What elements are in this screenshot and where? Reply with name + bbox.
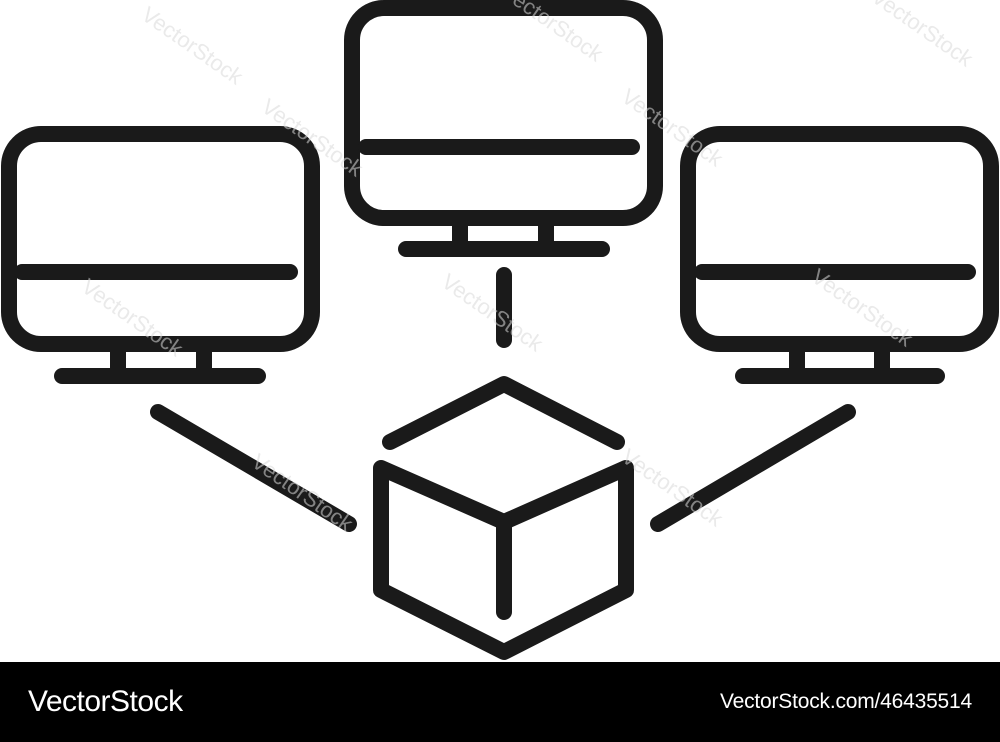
monitor-left-icon	[1, 126, 320, 384]
brand-logo: VectorStock	[28, 685, 183, 718]
network-illustration	[1, 0, 999, 660]
image-id-label: VectorStock.com/46435514	[719, 690, 972, 713]
monitor-right-icon	[680, 126, 999, 384]
cube-icon	[373, 376, 634, 660]
connector-right	[650, 404, 856, 532]
monitor-center-icon	[344, 0, 663, 257]
footer-bar: VectorStock VectorStock.com/46435514	[0, 662, 1000, 742]
connector-left	[150, 404, 357, 532]
